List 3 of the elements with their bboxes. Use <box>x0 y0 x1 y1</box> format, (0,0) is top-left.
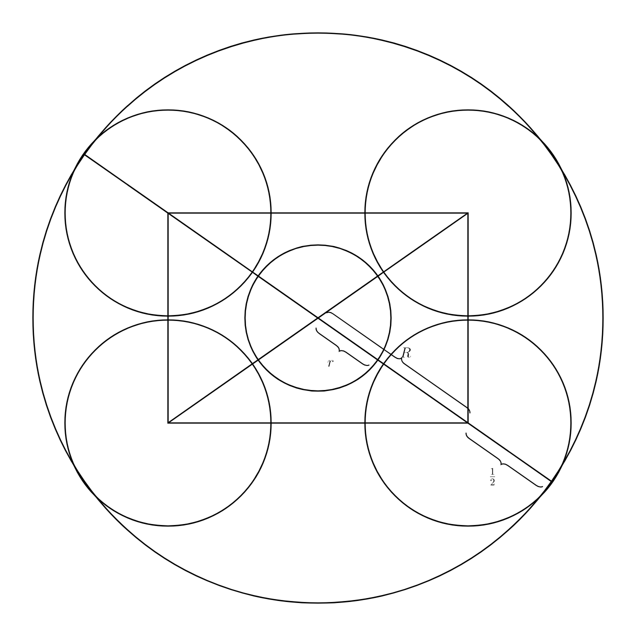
dimension-label: $r$ <box>328 360 334 367</box>
dimension-label: $R$ <box>400 348 411 358</box>
dimension-label: $\frac{1}{2}$ <box>490 468 496 486</box>
